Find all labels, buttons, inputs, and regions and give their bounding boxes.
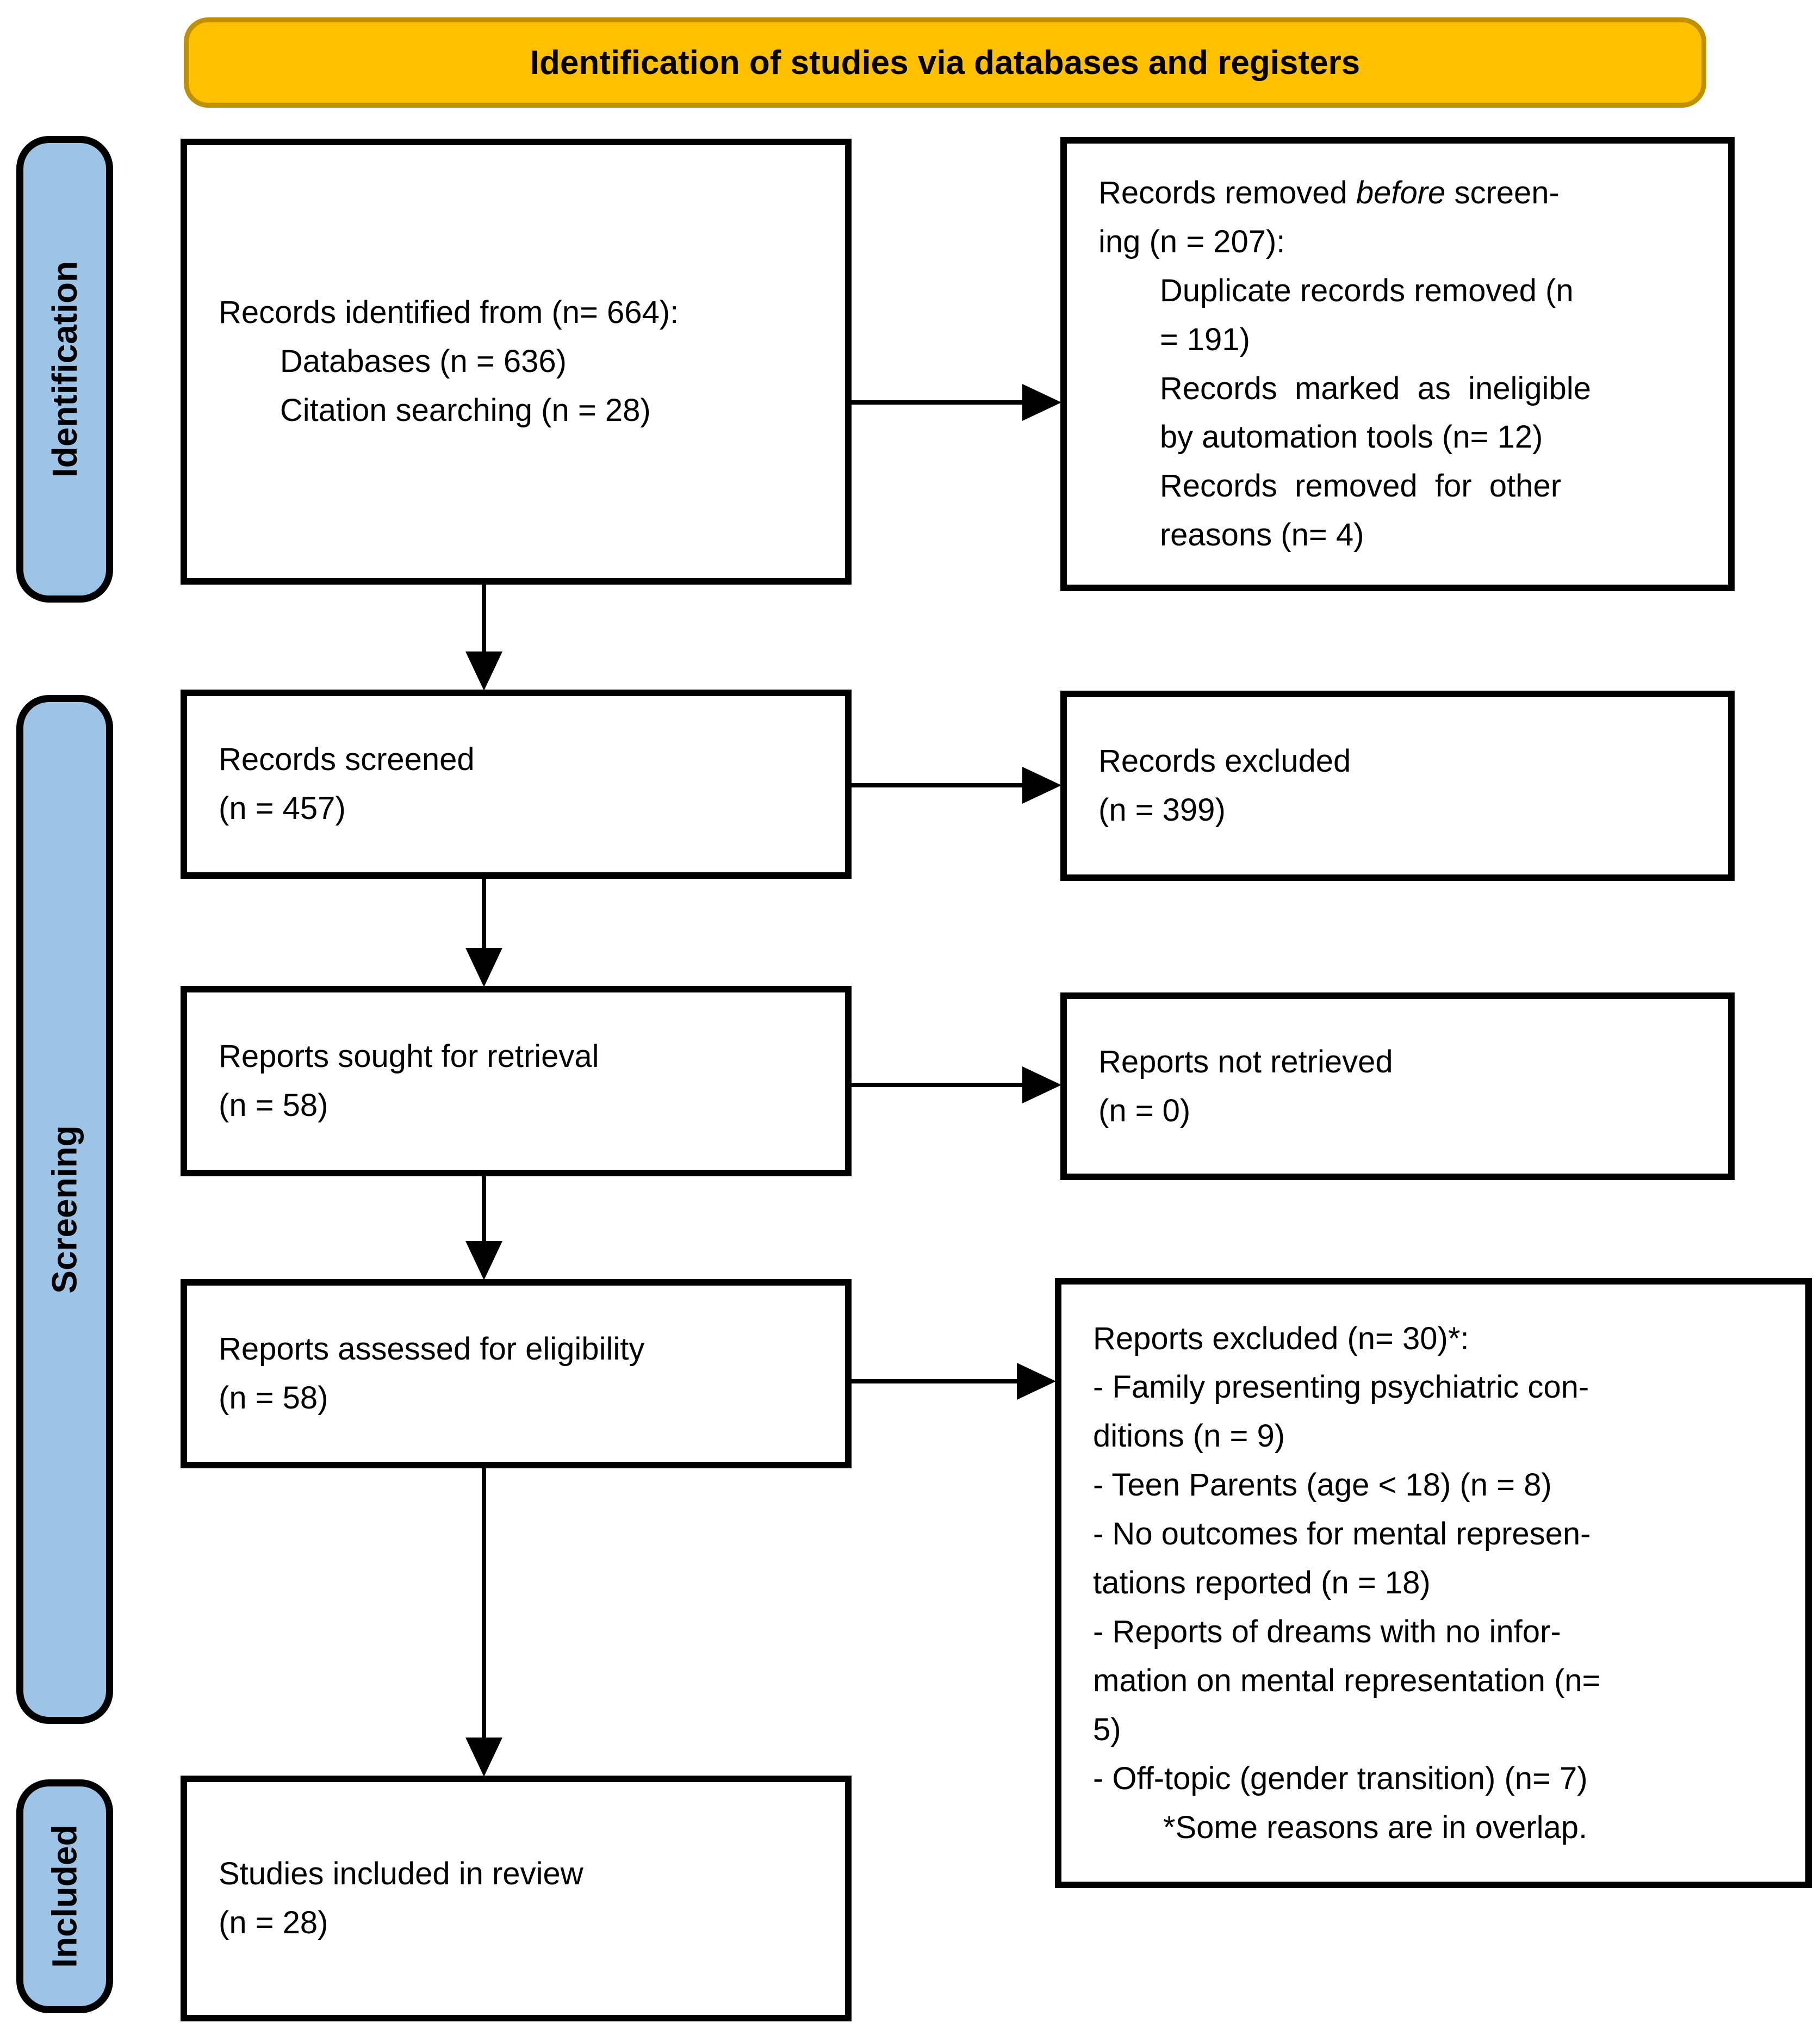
box-records-removed-text: Records removed before screen- ing (n = … [1067,169,1613,560]
arrow-identified-to-removed-line [852,400,1023,405]
banner-title: Identification of studies via databases … [530,44,1361,82]
arrow-screened-to-sought-line [482,879,486,949]
arrow-sought-to-assessed-line [482,1176,486,1242]
sidebar-stage-included: Included [16,1779,113,2013]
box-reports-assessed-text: Reports assessed for eligibility (n = 58… [219,1331,645,1416]
box-studies-included-text: Studies included in review (n = 28) [219,1856,583,1940]
arrow-screened-to-excluded-head [1022,767,1061,804]
box-records-excluded-text: Records excluded (n = 399) [1098,743,1351,828]
arrow-assessed-to-reports-excluded-line [852,1379,1018,1383]
box-reports-sought-text: Reports sought for retrieval (n = 58) [219,1039,599,1123]
records-removed-rest: screen- ing (n = 207): Duplicate records… [1098,175,1591,553]
banner: Identification of studies via databases … [184,17,1706,108]
arrow-screened-to-sought-head [465,948,502,987]
arrow-screened-to-excluded-line [852,783,1023,787]
box-records-screened-text: Records screened (n = 457) [219,742,475,826]
records-removed-italic-word: before [1356,175,1446,210]
arrow-assessed-to-included-line [482,1468,486,1739]
arrow-identified-to-screened-line [482,585,486,653]
sidebar-stage-screening-label: Screening [45,1125,84,1294]
sidebar-stage-included-label: Included [45,1825,84,1968]
arrow-identified-to-removed-head [1022,384,1061,421]
arrow-sought-to-assessed-head [465,1241,502,1280]
box-records-screened: Records screened (n = 457) [181,690,852,879]
box-reports-assessed: Reports assessed for eligibility (n = 58… [181,1279,852,1468]
box-reports-excluded-reasons: Reports excluded (n= 30)*: - Family pres… [1055,1278,1812,1888]
box-records-identified: Records identified from (n= 664): Databa… [181,139,852,585]
arrow-assessed-to-reports-excluded-head [1017,1363,1056,1400]
box-reports-not-retrieved-text: Reports not retrieved (n = 0) [1098,1044,1393,1128]
arrow-sought-to-not-retrieved-line [852,1083,1023,1087]
box-studies-included: Studies included in review (n = 28) [181,1776,852,2021]
box-records-removed-before-screening: Records removed before screen- ing (n = … [1060,137,1735,591]
sidebar-stage-screening: Screening [16,695,113,1724]
box-reports-excluded-reasons-text: Reports excluded (n= 30)*: - Family pres… [1093,1320,1601,1845]
sidebar-stage-identification-label: Identification [45,260,84,478]
arrow-identified-to-screened-head [465,651,502,691]
box-records-excluded: Records excluded (n = 399) [1060,691,1735,881]
records-removed-prefix: Records removed [1098,175,1356,210]
sidebar-stage-identification: Identification [16,136,113,603]
box-records-identified-text: Records identified from (n= 664): Databa… [219,295,679,428]
box-reports-sought: Reports sought for retrieval (n = 58) [181,986,852,1176]
arrow-assessed-to-included-head [465,1738,502,1777]
arrow-sought-to-not-retrieved-head [1022,1066,1061,1103]
box-reports-not-retrieved: Reports not retrieved (n = 0) [1060,992,1735,1180]
